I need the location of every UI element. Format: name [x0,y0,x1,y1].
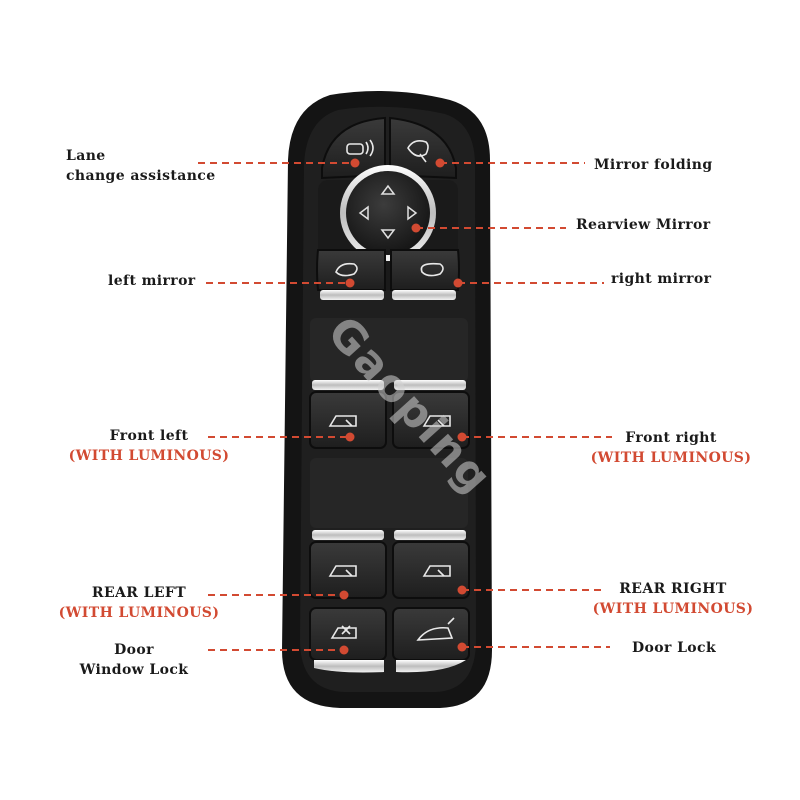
car-signal-icon [346,139,374,157]
label-rear-left-line1: REAR LEFT [91,585,187,601]
label-front-left-line1: Front left [109,428,189,444]
window-lock-chrome [314,660,384,673]
rear-right-chrome [394,530,466,540]
rear-right-button [392,541,470,599]
door-lock-icon [416,617,455,641]
door-lock-chrome [396,660,466,673]
label-door-lock: Door Lock [632,640,717,656]
label-rear-right-line2: (WITH LUMINOUS) [592,601,754,617]
left-mirror-chrome [320,290,384,300]
label-front-right: Front right (WITH LUMINOUS) [586,428,756,468]
window-lock-icon [330,625,357,639]
front-left-chrome [312,380,384,390]
rear-left-chrome [312,530,384,540]
door-lock-button [392,607,470,661]
lane-change-button [321,116,386,180]
label-front-right-line2: (WITH LUMINOUS) [590,450,752,466]
label-front-left: Front left (WITH LUMINOUS) [64,426,234,466]
label-rear-right: REAR RIGHT (WITH LUMINOUS) [588,579,758,619]
label-rear-left-line2: (WITH LUMINOUS) [58,605,220,621]
label-front-left-line2: (WITH LUMINOUS) [68,448,230,464]
window-lock-button [309,607,387,661]
lower-recess [310,458,468,528]
label-front-right-line1: Front right [625,430,717,446]
front-right-button [392,391,470,449]
label-lane-change-line1: Lane [66,148,106,164]
rear-right-window-icon [422,565,451,577]
label-lane-change: Lane change assistance [66,146,216,186]
right-mirror-chrome [392,290,456,300]
rear-left-button [309,541,387,599]
mirror-fold-icon [407,140,429,163]
front-left-window-icon [328,415,357,427]
label-door-window-lock: Door Window Lock [64,640,204,680]
mirror-knob [346,171,430,255]
label-rear-left: REAR LEFT (WITH LUMINOUS) [54,583,224,623]
right-mirror-button [390,249,460,291]
label-door-window-lock-line2: Window Lock [79,662,189,678]
label-rear-right-line1: REAR RIGHT [619,581,727,597]
rear-left-window-icon [328,565,357,577]
right-mirror-icon [420,262,444,277]
label-door-window-lock-line1: Door [114,642,154,658]
front-right-window-icon [422,415,451,427]
front-left-button [309,391,387,449]
knob-arrow-icons [358,184,418,240]
front-right-chrome [394,380,466,390]
left-mirror-icon [335,262,358,277]
label-rearview-mirror: Rearview Mirror [576,217,711,233]
label-lane-change-line2: change assistance [66,168,216,184]
label-left-mirror: left mirror [108,273,196,289]
middle-recess [310,318,468,382]
label-right-mirror: right mirror [611,271,712,287]
leader-markers [339,158,467,655]
leader-lines [198,162,612,651]
label-mirror-folding: Mirror folding [594,157,713,173]
